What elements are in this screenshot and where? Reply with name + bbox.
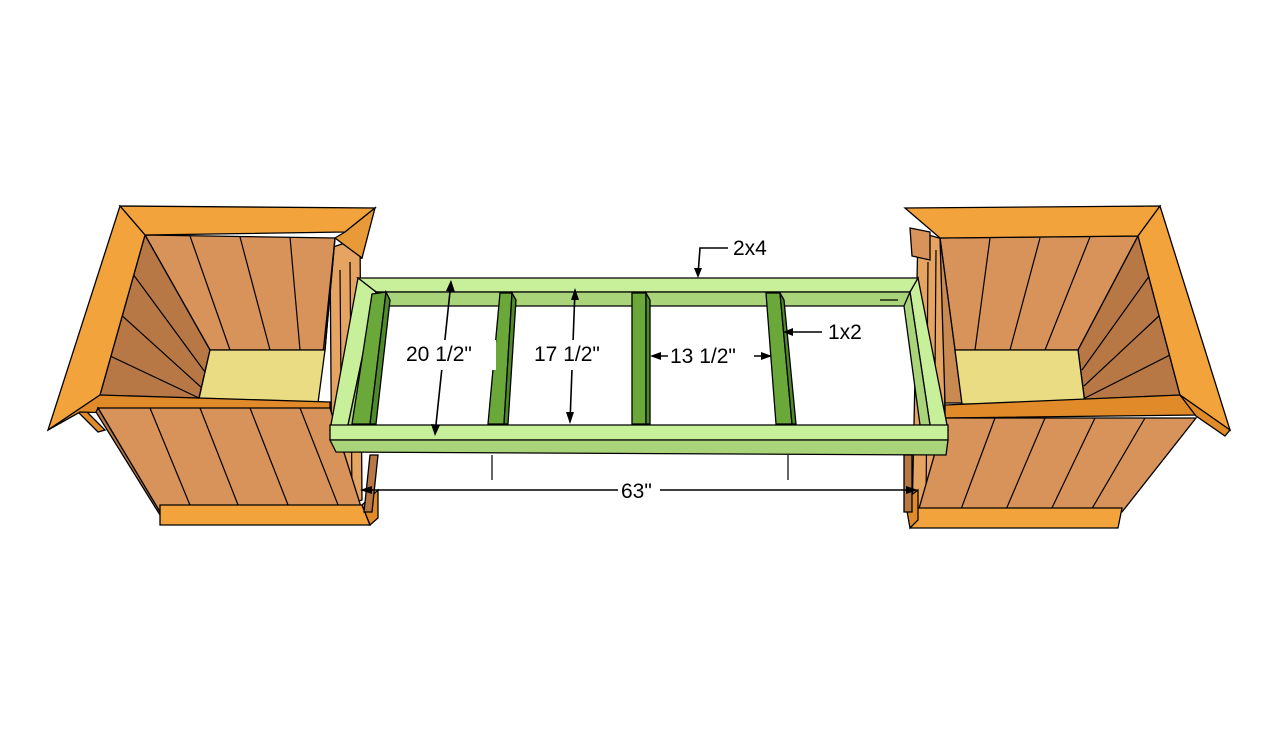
label-slat-spacing: 13 1/2" [670,345,736,368]
label-1x2: 1x2 [828,321,862,344]
label-inner-depth: 17 1/2" [534,343,600,366]
left-planter [46,204,379,527]
bench-frame [328,276,949,513]
label-2x4: 2x4 [733,237,767,260]
dimension-annotations: 2x4 1x2 20 1/2" 17 1/2" 13 1/2" 63" [360,237,918,504]
slat-3 [631,292,647,425]
frame-front-rail [329,424,949,441]
label-frame-depth: 20 1/2" [406,343,472,366]
right-planter [903,204,1232,530]
frame-back-rail [356,277,919,293]
label-overall-length: 63" [621,480,652,503]
